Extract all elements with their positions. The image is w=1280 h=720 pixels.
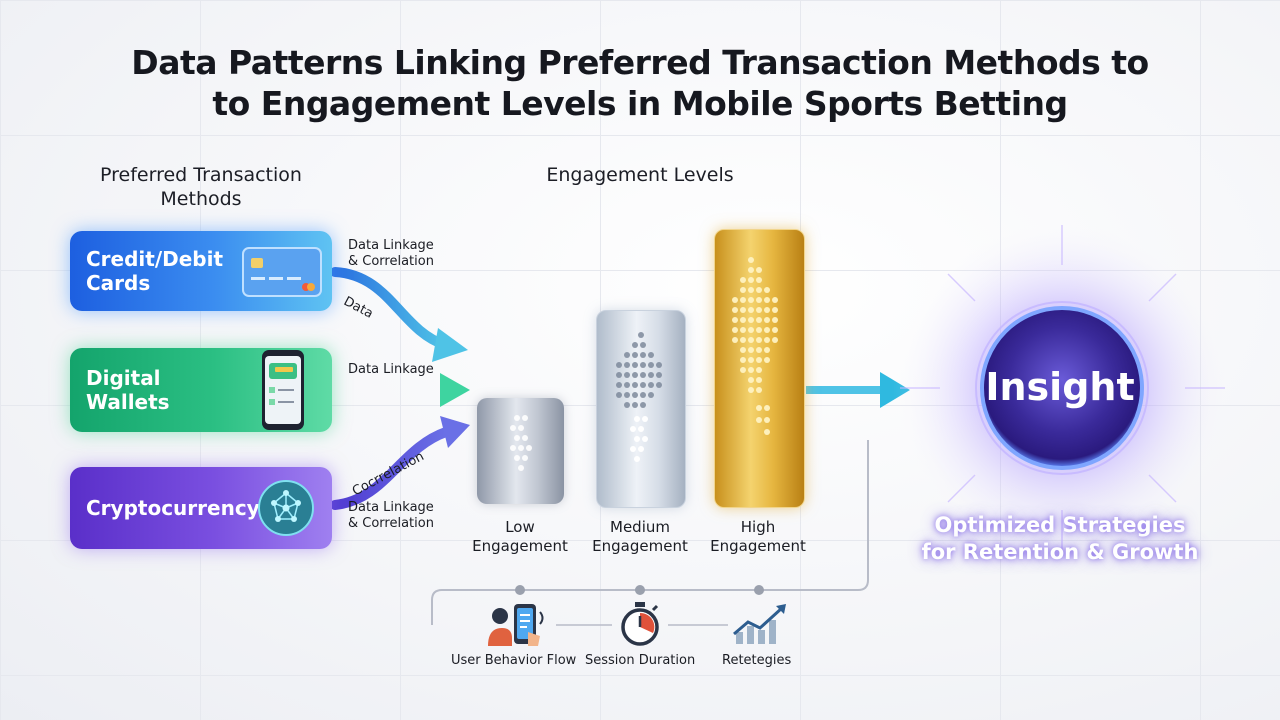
insight-caption-line-2: for Retention & Growth [921,540,1199,564]
method-card-digital-wallets[interactable]: Digital Wallets [70,348,332,432]
connector-label-bottom-line-1: Data Linkage [348,500,434,515]
arrow-crypto-to-engagement [330,427,451,510]
engagement-label-high: High Engagement [698,518,818,556]
method-card-cryptocurrency[interactable]: Cryptocurrency [70,467,332,549]
engagement-label-medium-line-2: Engagement [592,537,688,555]
arrowhead-cards [432,328,468,362]
arrowhead-wallets [440,373,470,407]
engagement-header: Engagement Levels [546,164,734,186]
method-label-credit-debit: Credit/Debit Cards [86,247,224,295]
arrow-cards-to-engagement [330,267,450,350]
method-label-digital-wallets: Digital Wallets [86,366,170,414]
engagement-bar-high[interactable] [714,229,805,508]
method-card-credit-debit[interactable]: Credit/Debit Cards [70,231,332,311]
metric-label-strategies: Retetegies [722,653,792,668]
engagement-dots-low [510,415,532,471]
engagement-dots-high [732,257,778,435]
engagement-label-medium: Medium Engagement [580,518,700,556]
connector-label-bottom-line-2: & Correlation [348,516,434,531]
connector-label-top: Data Linkage & Correlation [348,238,434,270]
engagement-dots-medium [616,332,662,462]
metric-label-user-behavior: User Behavior Flow [451,653,577,668]
engagement-bar-medium[interactable] [596,310,686,508]
user-phone-icon [488,602,550,652]
title-line-1: Data Patterns Linking Preferred Transact… [131,43,1149,82]
growth-chart-icon [732,602,788,650]
engagement-label-medium-line-1: Medium [610,518,670,536]
method-label-cryptocurrency: Cryptocurrency [86,496,260,520]
page-title: Data Patterns Linking Preferred Transact… [0,42,1280,124]
connector-label-top-line-2: & Correlation [348,254,434,269]
engagement-label-low-line-2: Engagement [472,537,568,555]
insight-orb [980,306,1144,470]
methods-header: Preferred Transaction Methods [80,163,322,211]
insight-caption-line-1: Optimized Strategies [934,513,1186,537]
node-dot-1 [515,585,525,595]
methods-header-line-1: Preferred Transaction [100,164,302,186]
engagement-label-low: Low Engagement [460,518,580,556]
stopwatch-icon [619,602,661,650]
feedback-line [431,440,869,625]
engagement-bar-low[interactable] [477,398,564,504]
engagement-label-low-line-1: Low [505,518,535,536]
crypto-network-icon [257,479,315,542]
engagement-label-high-line-1: High [740,518,776,536]
connector-label-bottom: Data Linkage & Correlation [348,500,434,532]
insight-caption: Optimized Strategies for Retention & Gro… [920,512,1200,566]
arrowhead-crypto [440,416,470,448]
methods-header-line-2: Methods [160,188,242,210]
metric-label-session-duration: Session Duration [585,653,696,668]
node-dot-2 [635,585,645,595]
node-dot-3 [754,585,764,595]
engagement-label-high-line-2: Engagement [710,537,806,555]
title-line-2: to Engagement Levels in Mobile Sports Be… [212,84,1068,123]
insight-label: Insight [985,365,1135,409]
smartphone-wallet-icon [260,349,306,436]
connector-label-middle: Data Linkage [348,362,434,377]
connector-label-top-line-1: Data Linkage [348,238,434,253]
credit-card-icon [242,247,322,302]
insight-rays [900,225,1225,550]
insight-orb-ring [975,301,1149,475]
